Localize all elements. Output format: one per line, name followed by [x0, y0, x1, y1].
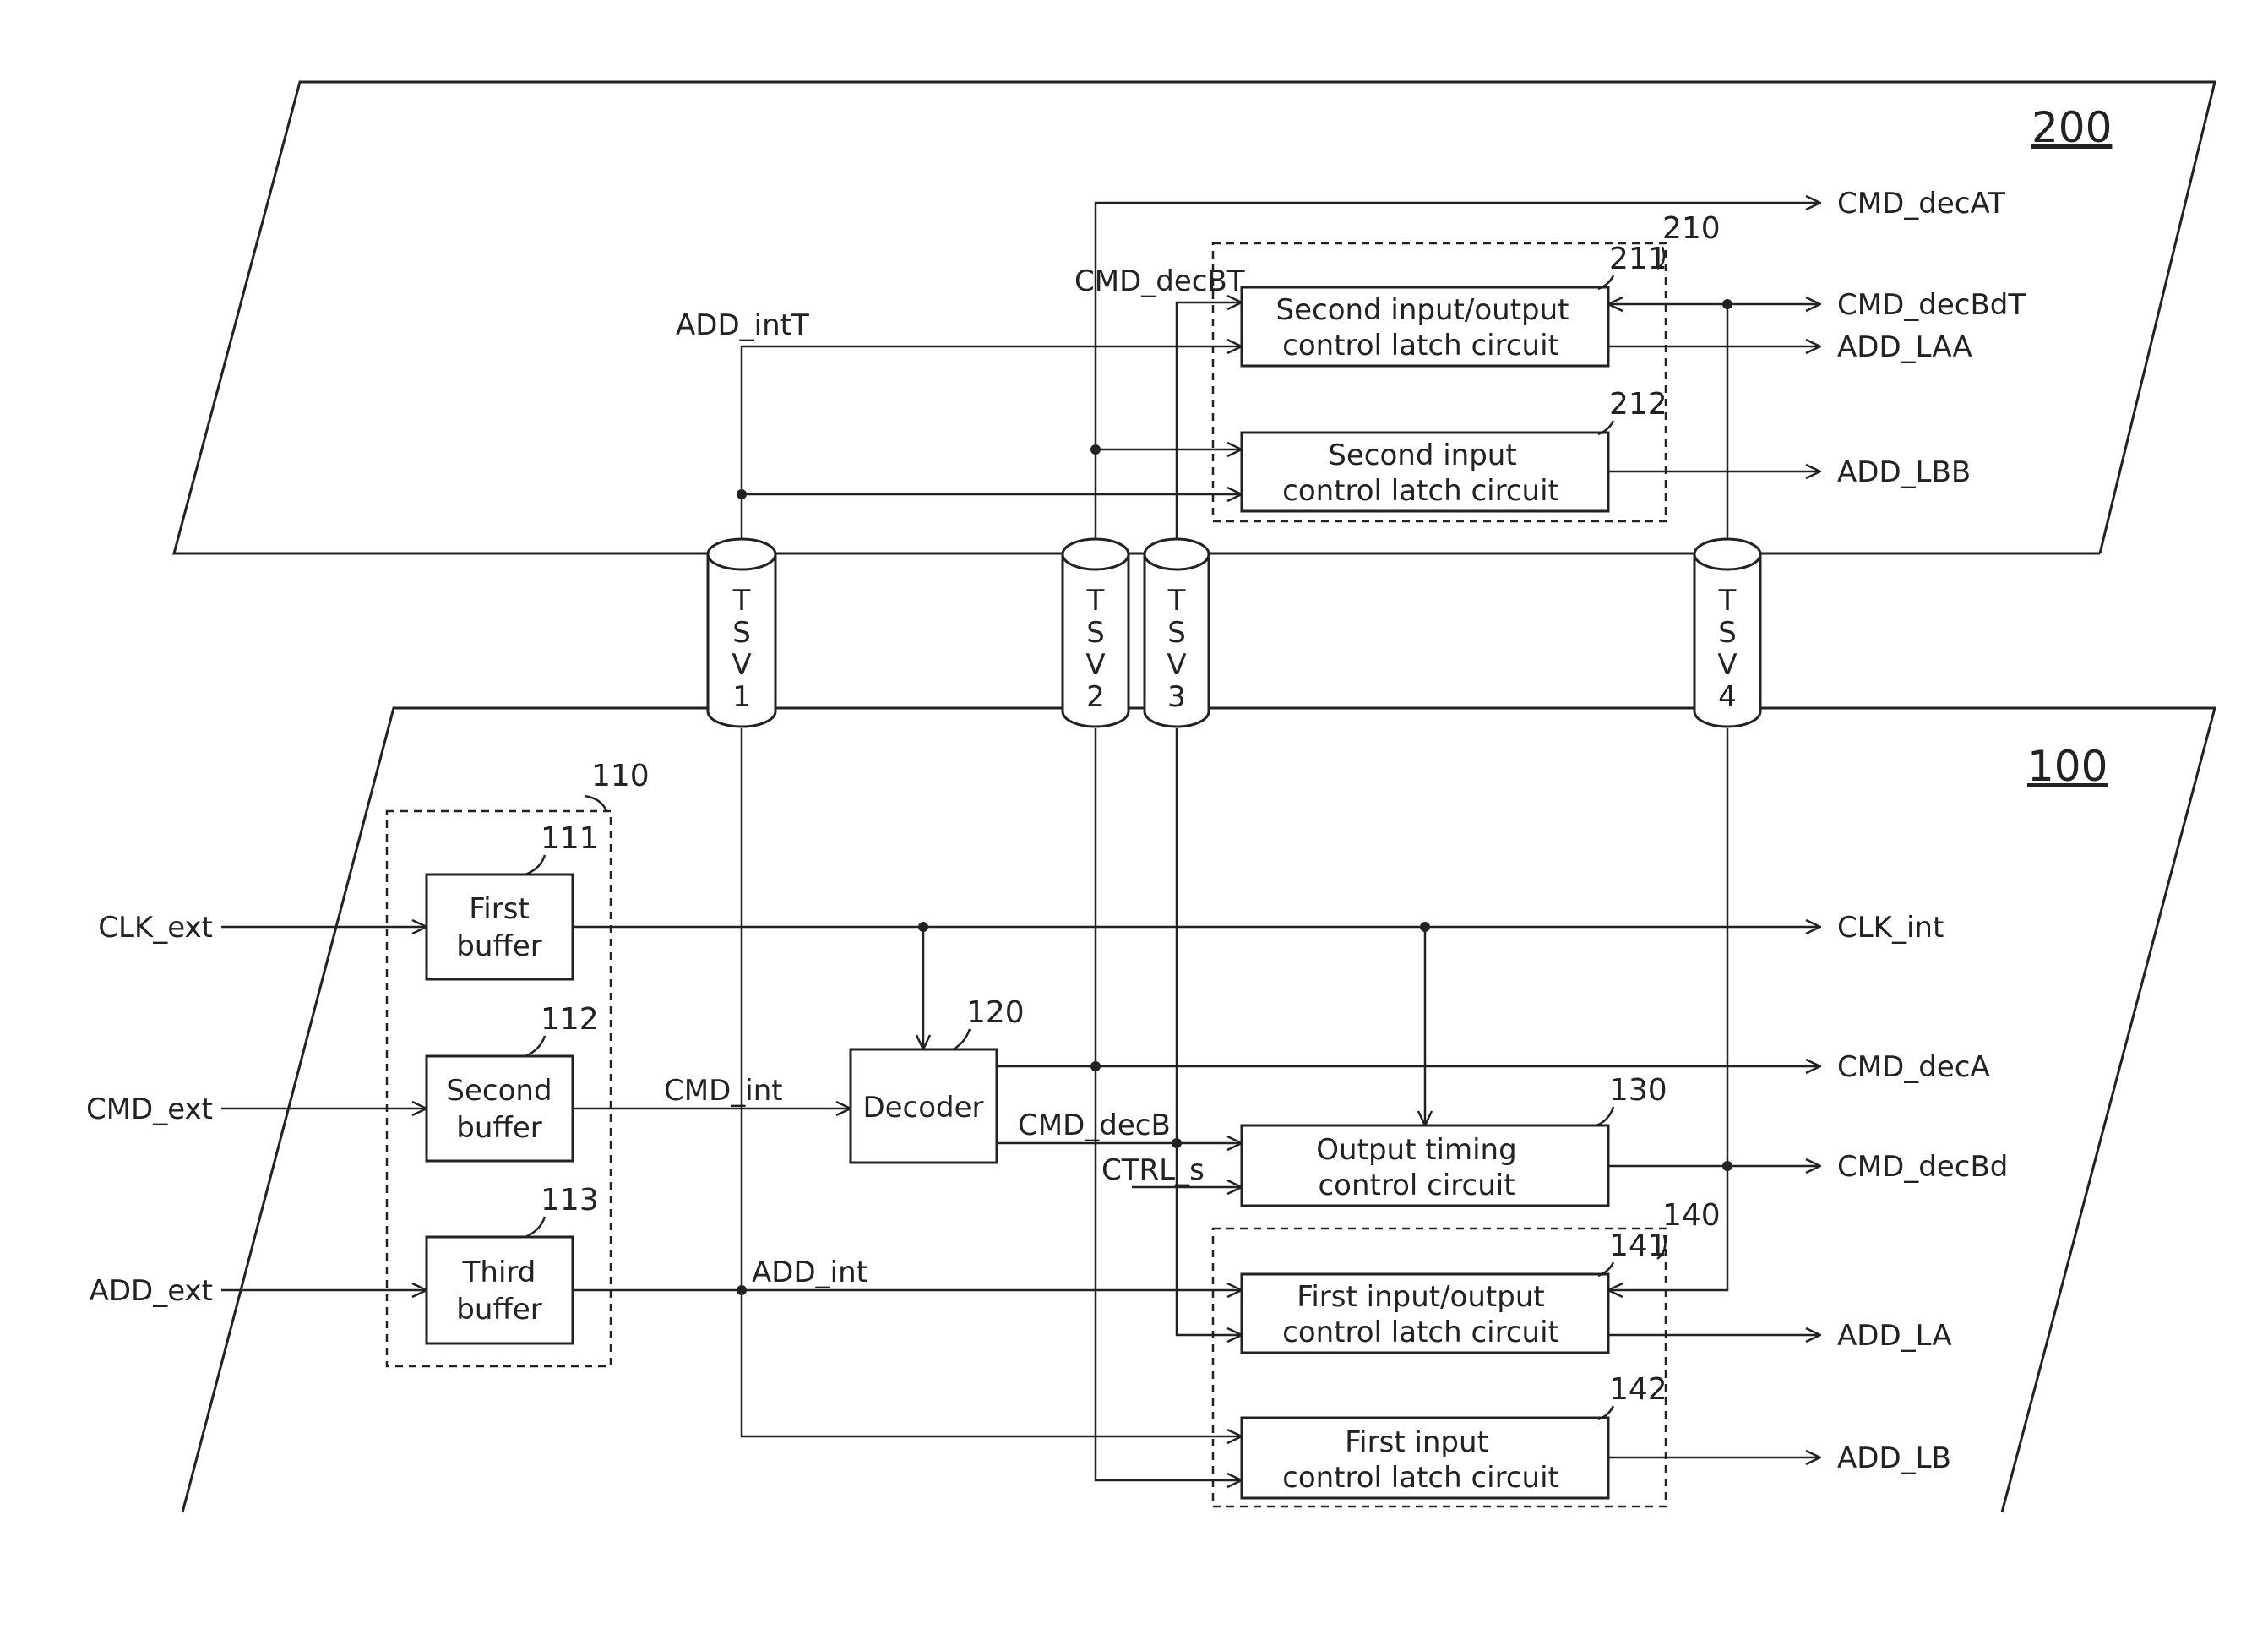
first-io-latch-line2: control latch circuit — [1282, 1316, 1559, 1349]
first-in-latch-line1: First input — [1345, 1425, 1488, 1459]
clk-ext-label: CLK_ext — [98, 911, 213, 945]
tsv1-char-1: S — [732, 616, 751, 650]
tsv2-char-1: S — [1086, 616, 1105, 650]
add-intt-label: ADD_intT — [676, 308, 809, 342]
second-io-latch-ref: 211 — [1609, 242, 1667, 276]
first-buffer-line1: First — [469, 892, 530, 926]
tsv1-char-3: 1 — [732, 680, 751, 714]
tsv4-char-3: 4 — [1718, 680, 1737, 714]
clk-int-label: CLK_int — [1837, 911, 1944, 945]
cmd-decbt-label: CMD_decBT — [1074, 264, 1245, 298]
group-210-ref: 210 — [1662, 211, 1721, 246]
second-buffer-ref: 112 — [541, 1002, 599, 1037]
tsv1-char-2: V — [732, 648, 751, 682]
second-io-latch-line2: control latch circuit — [1282, 329, 1559, 362]
second-in-latch-ref: 212 — [1609, 387, 1667, 422]
third-buffer-line2: buffer — [456, 1293, 541, 1327]
first-io-latch-ref: 141 — [1609, 1229, 1667, 1263]
tsv4-char-0: T — [1718, 584, 1737, 618]
tsv2-char-3: 2 — [1086, 680, 1105, 714]
first-buffer-line2: buffer — [456, 929, 541, 963]
tsv3-char-0: T — [1167, 584, 1186, 618]
second-in-latch-line1: Second input — [1328, 439, 1516, 472]
output-timing-line1: Output timing — [1316, 1133, 1516, 1167]
add-lbb-label: ADD_LBB — [1837, 455, 1971, 489]
tsv4-char-1: S — [1718, 616, 1737, 650]
cmd-decb-label: CMD_decB — [1018, 1109, 1171, 1142]
ctrl-s-label: CTRL_s — [1101, 1153, 1205, 1187]
second-in-latch-line2: control latch circuit — [1282, 474, 1559, 508]
add-ext-label: ADD_ext — [90, 1274, 213, 1308]
tsv3-char-1: S — [1167, 616, 1186, 650]
first-in-latch-ref: 142 — [1609, 1372, 1667, 1407]
cmd-decbdt-label: CMD_decBdT — [1837, 288, 2026, 322]
add-la-label: ADD_LA — [1837, 1319, 1952, 1353]
cmd-int-label: CMD_int — [664, 1074, 783, 1108]
first-io-latch-line1: First input/output — [1297, 1280, 1544, 1314]
first-buffer-box — [427, 874, 573, 979]
third-buffer-ref: 113 — [541, 1183, 599, 1218]
output-timing-ref: 130 — [1609, 1073, 1667, 1108]
bottom-die-label: 100 — [2027, 742, 2108, 791]
decoder-label: Decoder — [862, 1091, 983, 1125]
first-buffer-ref: 111 — [541, 821, 599, 856]
second-io-latch-line1: Second input/output — [1276, 293, 1569, 327]
group-140-ref: 140 — [1662, 1198, 1721, 1233]
second-buffer-line1: Second — [446, 1074, 552, 1108]
second-buffer-box — [427, 1056, 573, 1161]
add-int-label: ADD_int — [752, 1256, 867, 1289]
second-buffer-line2: buffer — [456, 1111, 541, 1145]
cmd-decat-label: CMD_decAT — [1837, 187, 2005, 221]
decoder-ref: 120 — [966, 995, 1025, 1030]
tsv3-char-2: V — [1167, 648, 1186, 682]
tsv4-char-2: V — [1717, 648, 1737, 682]
tsv2-char-0: T — [1086, 584, 1105, 618]
tsv3-char-3: 3 — [1167, 680, 1186, 714]
cmd-decbd-label: CMD_decBd — [1837, 1150, 2008, 1184]
add-lb-label: ADD_LB — [1837, 1441, 1951, 1475]
add-laa-label: ADD_LAA — [1837, 330, 1972, 364]
top-die-label: 200 — [2031, 103, 2112, 152]
third-buffer-box — [427, 1237, 573, 1343]
cmd-deca-label: CMD_decA — [1837, 1050, 1990, 1084]
third-buffer-line1: Third — [462, 1256, 536, 1289]
tsv2-char-2: V — [1085, 648, 1105, 682]
group-110-ref: 110 — [591, 759, 650, 793]
output-timing-line2: control circuit — [1318, 1169, 1515, 1202]
tsv1-char-0: T — [732, 584, 751, 618]
first-in-latch-line2: control latch circuit — [1282, 1461, 1559, 1495]
cmd-ext-label: CMD_ext — [86, 1092, 213, 1126]
